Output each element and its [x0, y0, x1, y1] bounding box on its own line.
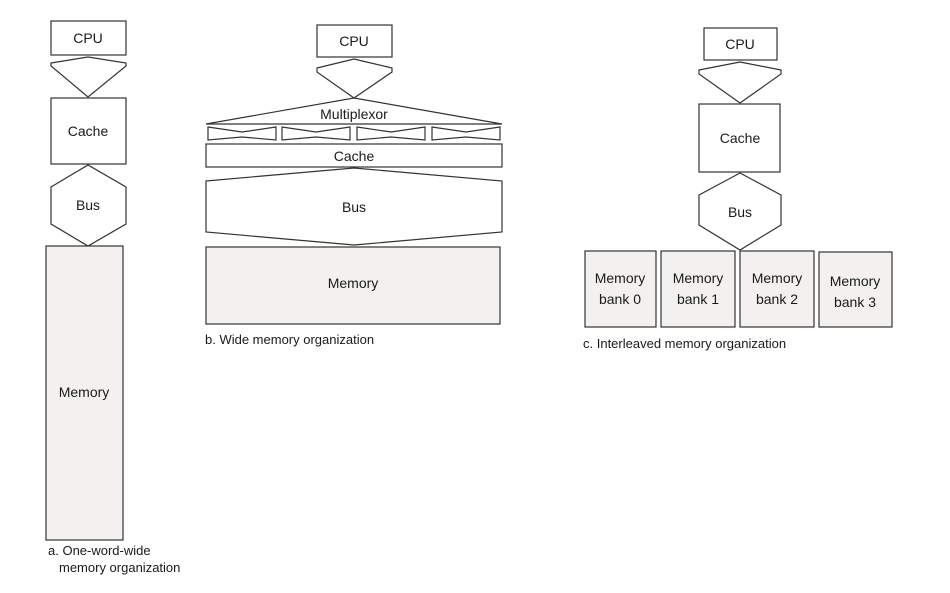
- cache-label-b: Cache: [334, 148, 375, 164]
- memory-bank-2-label-line1: Memory: [752, 270, 803, 286]
- cpu-mux-link-b: [316, 58, 393, 99]
- cpu-label-b: CPU: [339, 33, 369, 49]
- bus-label-a: Bus: [76, 197, 100, 213]
- cpu-box-a: [50, 20, 127, 56]
- diagram-wide-memory: [205, 24, 503, 325]
- memory-bank-3-label-line2: bank 3: [834, 294, 876, 310]
- multiplexor-label-b: Multiplexor: [320, 106, 388, 122]
- bus-a: [50, 164, 127, 247]
- memory-label-a: Memory: [59, 384, 110, 400]
- cpu-cache-link-a: [50, 56, 127, 98]
- caption-a-line1: a. One-word-wide: [48, 543, 151, 558]
- cpu-cache-link-c: [698, 61, 782, 104]
- caption-a-line2: memory organization: [59, 560, 180, 575]
- mux-cache-link-1: [207, 126, 277, 141]
- diagram-one-word-wide: [45, 20, 127, 541]
- memory-bank-0-box: [584, 250, 657, 328]
- caption-b: b. Wide memory organization: [205, 332, 374, 347]
- bus-b: [205, 167, 503, 246]
- memory-bank-3-box: [818, 251, 893, 328]
- memory-label-b: Memory: [328, 275, 379, 291]
- mux-cache-link-2: [281, 126, 351, 141]
- bus-label-c: Bus: [728, 204, 752, 220]
- memory-bank-0-label-line1: Memory: [595, 270, 646, 286]
- memory-box-b: [205, 246, 501, 325]
- cache-box-a: [50, 97, 127, 165]
- memory-bank-0-label-line2: bank 0: [599, 291, 641, 307]
- memory-bank-3-label-line1: Memory: [830, 273, 881, 289]
- cpu-box-c: [703, 27, 778, 61]
- caption-c: c. Interleaved memory organization: [583, 336, 786, 351]
- memory-bank-1-label-line2: bank 1: [677, 291, 719, 307]
- cache-box-b: [205, 143, 503, 168]
- cpu-box-b: [316, 24, 393, 58]
- diagram-interleaved-memory: [584, 27, 893, 328]
- memory-bank-2-box: [739, 250, 815, 328]
- cache-label-c: Cache: [720, 130, 761, 146]
- memory-bank-1-label-line1: Memory: [673, 270, 724, 286]
- cache-label-a: Cache: [68, 123, 109, 139]
- cache-box-c: [698, 103, 781, 173]
- memory-bank-2-label-line2: bank 2: [756, 291, 798, 307]
- bus-label-b: Bus: [342, 199, 366, 215]
- bus-c: [698, 172, 782, 251]
- memory-box-a: [45, 245, 124, 541]
- memory-bank-1-box: [660, 250, 736, 328]
- cpu-label-c: CPU: [725, 36, 755, 52]
- mux-cache-link-4: [431, 126, 501, 141]
- mux-cache-link-3: [356, 126, 426, 141]
- multiplexor-b: [205, 97, 503, 125]
- cpu-label-a: CPU: [73, 30, 103, 46]
